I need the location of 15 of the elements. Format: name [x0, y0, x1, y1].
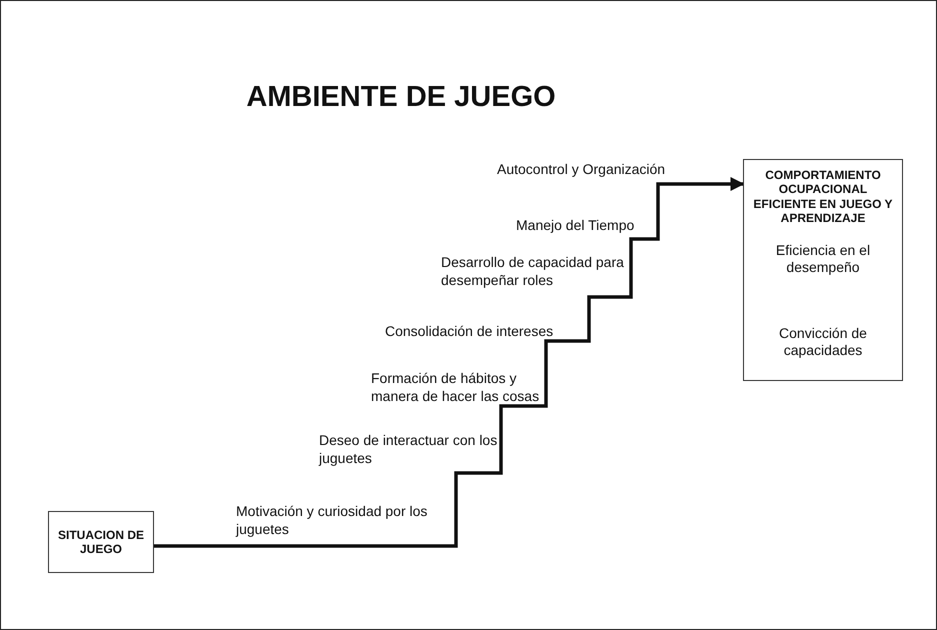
- box-heading: SITUACION DE JUEGO: [56, 528, 145, 556]
- step-label: Deseo de interactuar con los juguetes: [319, 431, 498, 468]
- step-label: Consolidación de intereses: [385, 322, 554, 340]
- staircase-arrow: [154, 177, 744, 548]
- box-text: Convicción de capacidades: [778, 324, 868, 360]
- diagram-title: AMBIENTE DE JUEGO: [245, 81, 557, 114]
- box-heading: COMPORTAMIENTO OCUPACIONAL EFICIENTE EN JUEGO Y APRENDIZAJE: [752, 168, 894, 226]
- text-box: [743, 159, 903, 381]
- box-text: Eficiencia en el desempeño: [774, 242, 872, 277]
- step-label: Motivación y curiosidad por los juguetes: [236, 502, 428, 538]
- step-label: Manejo del Tiempo: [516, 216, 636, 234]
- step-label: Autocontrol y Organización: [497, 160, 666, 178]
- step-label: Formación de hábitos y manera de hacer las cosas: [371, 369, 540, 406]
- text-box: [48, 511, 154, 573]
- step-label: Desarrollo de capacidad para desempeñar roles: [441, 253, 625, 290]
